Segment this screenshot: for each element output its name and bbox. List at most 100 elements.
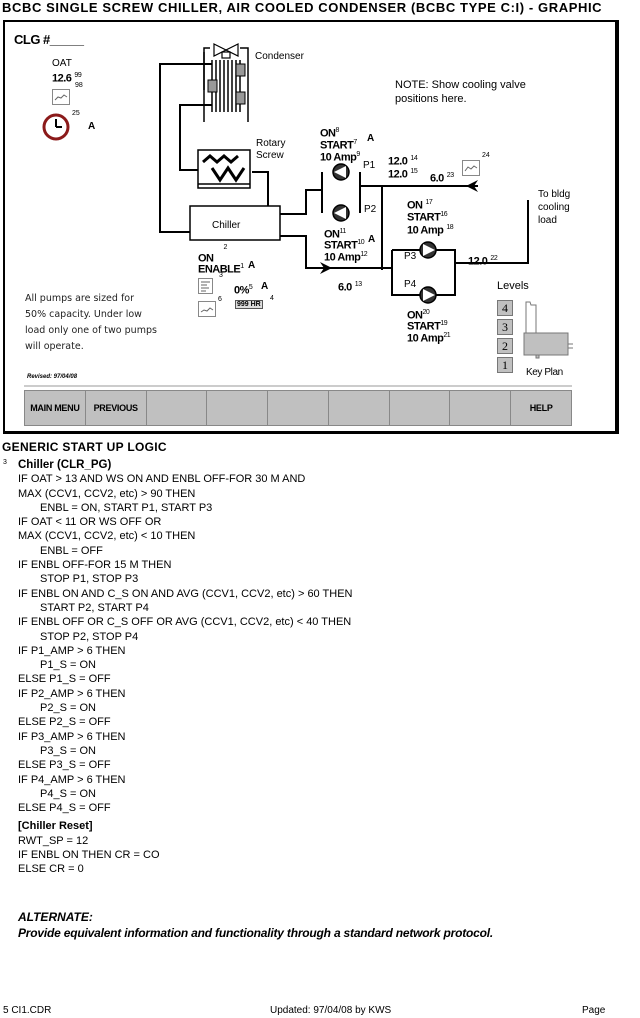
chiller-report-icon[interactable] — [198, 278, 213, 294]
logic-line: P4_S = ON — [40, 787, 96, 800]
p2-start-command[interactable]: START10 — [324, 239, 365, 252]
logic-subheading: Chiller (CLR_PG) — [18, 459, 112, 471]
alternate-heading: ALTERNATE: — [18, 910, 93, 924]
chiller-trend-ref: 6 — [218, 296, 222, 303]
supply-flow-arrow — [320, 262, 332, 274]
logic-line: STOP P2, STOP P4 — [40, 630, 139, 643]
p2-status: ON11 — [324, 228, 346, 241]
logic-line: P1_S = ON — [40, 659, 96, 672]
chiller-report-ref: 3 — [219, 272, 223, 279]
logic-line: IF P2_AMP > 6 THEN — [18, 687, 126, 700]
schedule-clock-icon[interactable] — [42, 113, 70, 146]
footer-file: 5 CI1.CDR — [3, 1005, 52, 1016]
logic-line: IF P4_AMP > 6 THEN — [18, 773, 126, 786]
oat-trend-ref: 98 — [75, 82, 83, 89]
blank-button-2[interactable] — [207, 391, 269, 425]
p4-label: P4 — [404, 279, 417, 290]
level-2-button[interactable]: 2 — [497, 338, 513, 354]
logic-body: Chiller (CLR_PG) IF OAT > 13 AND WS ON A… — [18, 458, 352, 877]
blank-button-6[interactable] — [450, 391, 512, 425]
oat-trend-icon[interactable] — [52, 89, 70, 105]
graphic-panel — [3, 20, 619, 434]
schedule-ref: 25 — [72, 110, 80, 117]
logic-line: STOP P1, STOP P3 — [40, 573, 139, 586]
chiller-enable-command[interactable]: ENABLE1 — [198, 263, 244, 276]
oat-label: OAT — [52, 58, 72, 69]
logic-line: IF P3_AMP > 6 THEN — [18, 730, 126, 743]
p2-label: P2 — [364, 204, 377, 215]
clg-number-label: CLG #_____ — [14, 32, 84, 47]
blank-button-1[interactable] — [146, 391, 208, 425]
return-flow-arrow — [466, 180, 478, 192]
logic-line: IF OAT > 13 AND WS ON AND ENBL OFF-FOR 3… — [18, 473, 306, 486]
chiller-label: Chiller — [212, 220, 241, 231]
logic-line: ELSE P1_S = OFF — [18, 673, 111, 686]
reset-heading: [Chiller Reset] — [18, 820, 93, 833]
pipe-to-p1-p2 — [280, 189, 322, 215]
return-temp-trend-icon[interactable] — [462, 160, 480, 176]
logic-line: ELSE P3_S = OFF — [18, 759, 111, 772]
level-3-button[interactable]: 3 — [497, 319, 513, 335]
logic-line: IF ENBL OFF OR C_S OFF OR AVG (CCV1, CCV… — [18, 616, 352, 629]
logic-line: IF OAT < 11 OR WS OFF OR — [18, 516, 162, 529]
key-plan-label: Key Plan — [526, 367, 563, 378]
schedule-mode[interactable]: A — [88, 121, 96, 132]
blank-button-4[interactable] — [328, 391, 390, 425]
p2-amps: 10 Amp12 — [324, 251, 368, 264]
p1-status: ON8 — [320, 127, 339, 140]
logic-heading: GENERIC START UP LOGIC — [2, 440, 167, 454]
p1-amps: 10 Amp9 — [320, 151, 360, 164]
reset-line: IF ENBL ON THEN CR = CO — [18, 849, 160, 862]
p2-mode[interactable]: A — [368, 234, 376, 245]
logic-line: MAX (CCV1, CCV2, etc) < 10 THEN — [18, 530, 196, 543]
compressor-label-2: Screw — [256, 150, 284, 161]
p4-status: ON20 — [407, 309, 430, 322]
compressor-label-1: Rotary — [256, 138, 286, 149]
return-trend-ref: 24 — [482, 152, 490, 159]
blank-button-5[interactable] — [389, 391, 451, 425]
logic-line: ELSE P4_S = OFF — [18, 802, 111, 815]
chiller-mode[interactable]: A — [248, 260, 256, 271]
p1-mode[interactable]: A — [367, 133, 375, 144]
chiller-runtime-ref: 4 — [270, 295, 274, 302]
condenser-fan-icon — [213, 43, 239, 59]
supply-pipe — [280, 235, 392, 269]
page-title: BCBC SINGLE SCREW CHILLER, AIR COOLED CO… — [2, 0, 603, 15]
chiller-trend-icon[interactable] — [198, 301, 216, 317]
reset-line: RWT_SP = 12 — [18, 834, 89, 847]
previous-button[interactable]: PREVIOUS — [85, 391, 147, 425]
logic-line: P3_S = ON — [40, 744, 96, 757]
p3-start-command[interactable]: START16 — [407, 211, 448, 224]
chiller-runtime: 999 HR — [235, 300, 263, 309]
level-4-button[interactable]: 4 — [497, 300, 513, 316]
logic-line: IF ENBL OFF-FOR 15 M THEN — [18, 559, 172, 572]
levels-label: Levels — [497, 280, 529, 292]
p4-start-command[interactable]: START19 — [407, 320, 448, 333]
footer-updated: Updated: 97/04/08 by KWS — [270, 1005, 392, 1016]
p4-amps: 10 Amp21 — [407, 332, 451, 345]
condenser-pipe-2 — [179, 104, 212, 171]
compressor-pipe — [252, 171, 269, 207]
logic-lines: IF OAT > 13 AND WS ON AND ENBL OFF-FOR 3… — [18, 472, 352, 815]
piping-diagram — [24, 43, 573, 387]
main-menu-button[interactable]: MAIN MENU — [24, 391, 86, 425]
key-plan-building — [523, 301, 573, 359]
logic-line: ELSE P2_S = OFF — [18, 716, 111, 729]
p1-start-command[interactable]: START7 — [320, 139, 357, 152]
blank-button-3[interactable] — [268, 391, 329, 425]
p1-label: P1 — [363, 160, 376, 171]
logic-line: ENBL = OFF — [40, 544, 103, 557]
chiller-load: 0%5 — [234, 284, 253, 297]
chiller-load-mode[interactable]: A — [261, 281, 269, 292]
logic-line: MAX (CCV1, CCV2, etc) > 90 THEN — [18, 487, 196, 500]
help-button[interactable]: HELP — [511, 391, 573, 425]
level-1-button[interactable]: 1 — [497, 357, 513, 373]
